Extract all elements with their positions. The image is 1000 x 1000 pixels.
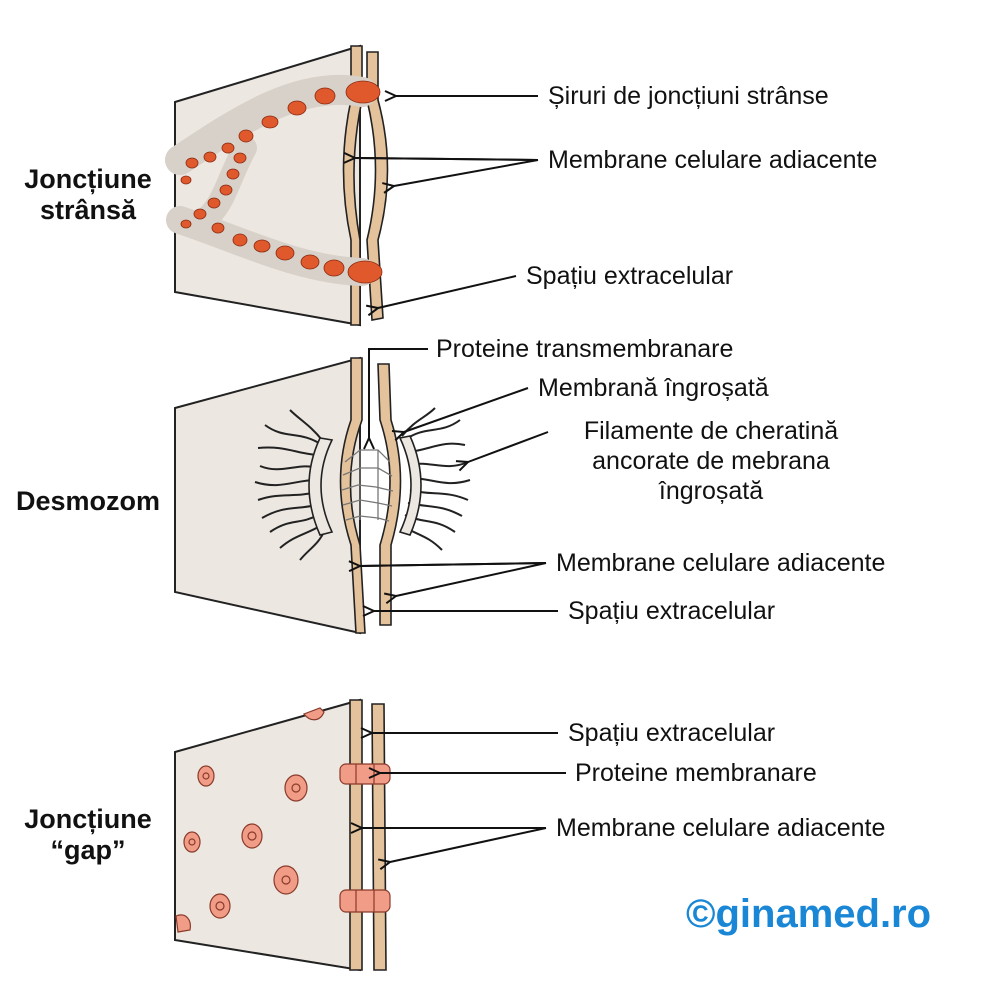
- label-tight-strands: Șiruri de joncțiuni strânse: [548, 82, 829, 110]
- leader-lines: [355, 96, 566, 862]
- desmosome-membrane-right: [377, 363, 402, 626]
- tight-junction-strands: [180, 80, 383, 284]
- label-tight-membranes: Membrane celulare adiacente: [548, 146, 878, 174]
- gap-surface-channels: [175, 707, 325, 933]
- tight-junction-illustration: [165, 44, 389, 327]
- gap-junction-illustration: [174, 698, 391, 972]
- transmembrane-proteins: [341, 449, 394, 522]
- arrow-tight-space: [378, 275, 517, 308]
- desmosome-cell-block: [174, 356, 361, 635]
- gap-membrane-right: [371, 703, 387, 971]
- arrow-gap-membranes: [362, 827, 547, 862]
- brand-watermark: ©ginamed.ro: [686, 892, 932, 936]
- thick-membrane-plaque-right: [398, 435, 422, 536]
- gap-membrane-proteins: [339, 763, 391, 913]
- label-desmosome-thick-membrane: Membrană îngroșată: [538, 374, 769, 402]
- tight-membrane-right: [366, 51, 389, 321]
- label-desmosome-membranes: Membrane celulare adiacente: [556, 549, 886, 577]
- label-gap-proteins: Proteine membranare: [575, 759, 817, 787]
- label-tight-space: Spațiu extracelular: [526, 262, 734, 290]
- gap-junction-title: Joncțiune “gap”: [24, 804, 152, 865]
- desmosome-title: Desmozom: [15, 486, 161, 516]
- arrow-desmosome-filaments: [468, 431, 549, 462]
- label-gap-membranes: Membrane celulare adiacente: [556, 814, 886, 842]
- label-desmosome-proteins: Proteine transmembranare: [436, 335, 734, 363]
- arrow-desmosome-thick-membrane: [404, 387, 529, 432]
- thick-membrane-plaque-left: [308, 437, 334, 536]
- label-gap-space: Spațiu extracelular: [568, 719, 776, 747]
- arrow-desmosome-proteins: [369, 348, 428, 438]
- gap-membrane-left: [349, 699, 363, 971]
- tight-junction-title: Joncțiune strânsă: [24, 164, 152, 225]
- desmosome-illustration: [174, 356, 471, 635]
- label-desmosome-space: Spațiu extracelular: [568, 597, 776, 625]
- tight-membrane-left: [342, 45, 363, 326]
- gap-cell-block: [174, 698, 361, 972]
- label-desmosome-filaments: Filamente de cheratină ancorate de mebra…: [583, 417, 839, 505]
